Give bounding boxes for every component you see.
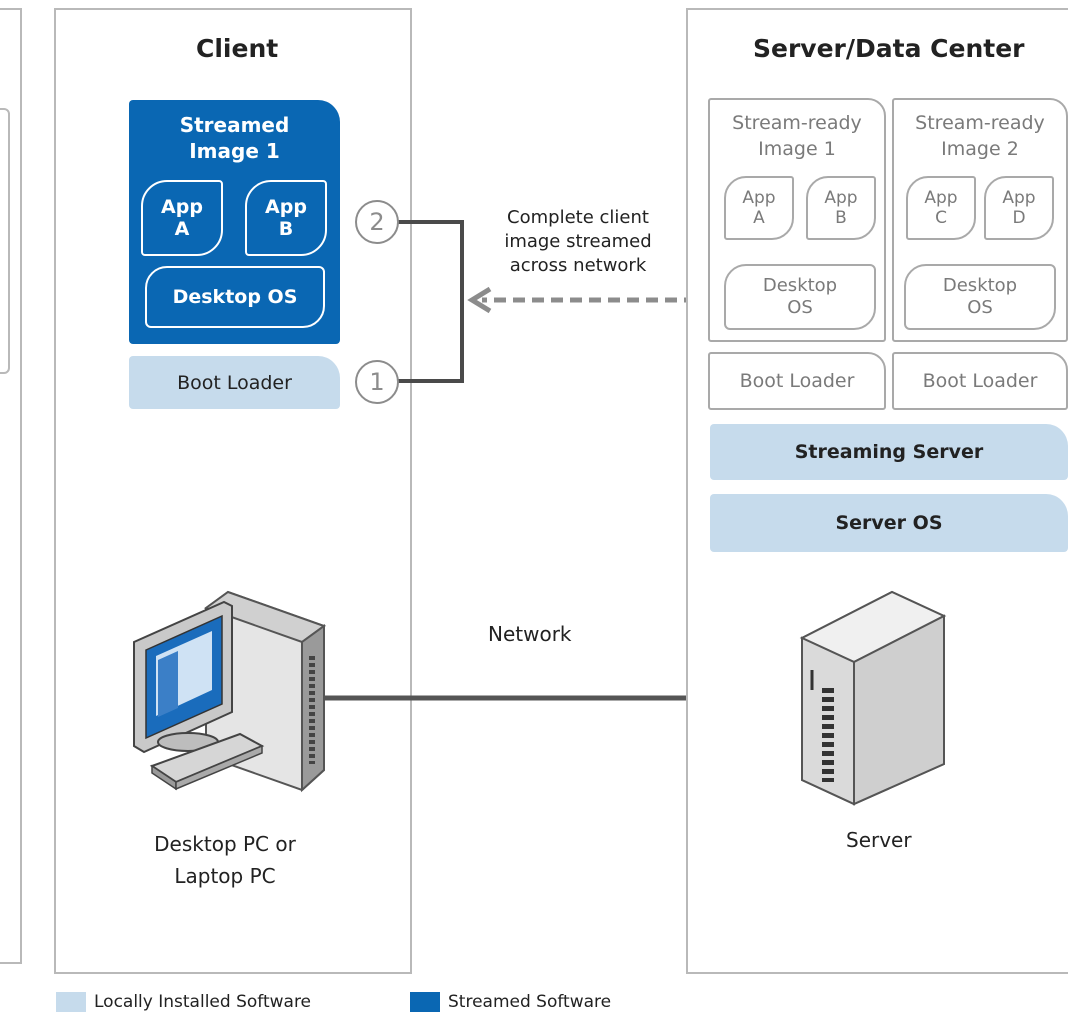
server-boot-loader-1: Boot Loader — [708, 352, 886, 410]
left-partial-inner-box — [0, 108, 10, 374]
server-app-c: App C — [906, 176, 976, 240]
connector-bracket — [398, 220, 464, 383]
left-partial-panel — [0, 8, 22, 964]
desktop-pc-label: Desktop PC or Laptop PC — [154, 832, 296, 888]
server-title: Server/Data Center — [753, 34, 1025, 63]
server-os-bar: Server OS — [710, 494, 1068, 552]
client-boot-loader: Boot Loader — [129, 356, 340, 409]
server-app-a: App A — [724, 176, 794, 240]
stream-ready-image-1-title: Stream-ready Image 1 — [732, 112, 862, 160]
stream-note: Complete client image streamed across ne… — [504, 207, 652, 276]
streamed-app-b: App B — [245, 180, 327, 256]
network-label: Network — [488, 622, 572, 646]
server-tower-icon — [799, 590, 947, 806]
streamed-image-title: Streamed Image 1 — [179, 113, 290, 163]
legend-local-label: Locally Installed Software — [94, 992, 312, 1012]
desktop-pc-icon — [133, 590, 327, 793]
legend-streamed-label: Streamed Software — [448, 992, 612, 1012]
stream-ready-image-2-title: Stream-ready Image 2 — [915, 112, 1045, 160]
server-app-b: App B — [806, 176, 876, 240]
server-image-1-desktop-os: Desktop OS — [724, 264, 876, 330]
streaming-server-bar: Streaming Server — [710, 424, 1068, 480]
server-boot-loader-2: Boot Loader — [892, 352, 1068, 410]
streamed-desktop-os: Desktop OS — [145, 266, 325, 328]
legend-streamed-swatch — [410, 992, 440, 1012]
step-1-circle: 1 — [355, 360, 399, 404]
arrow-head — [467, 286, 492, 314]
step-2-circle: 2 — [355, 200, 399, 244]
legend-local-swatch — [56, 992, 86, 1012]
server-label: Server — [846, 828, 912, 852]
client-title: Client — [196, 34, 279, 63]
streamed-image-box — [129, 100, 340, 344]
streamed-app-a: App A — [141, 180, 223, 256]
server-image-2-desktop-os: Desktop OS — [904, 264, 1056, 330]
server-app-d: App D — [984, 176, 1054, 240]
